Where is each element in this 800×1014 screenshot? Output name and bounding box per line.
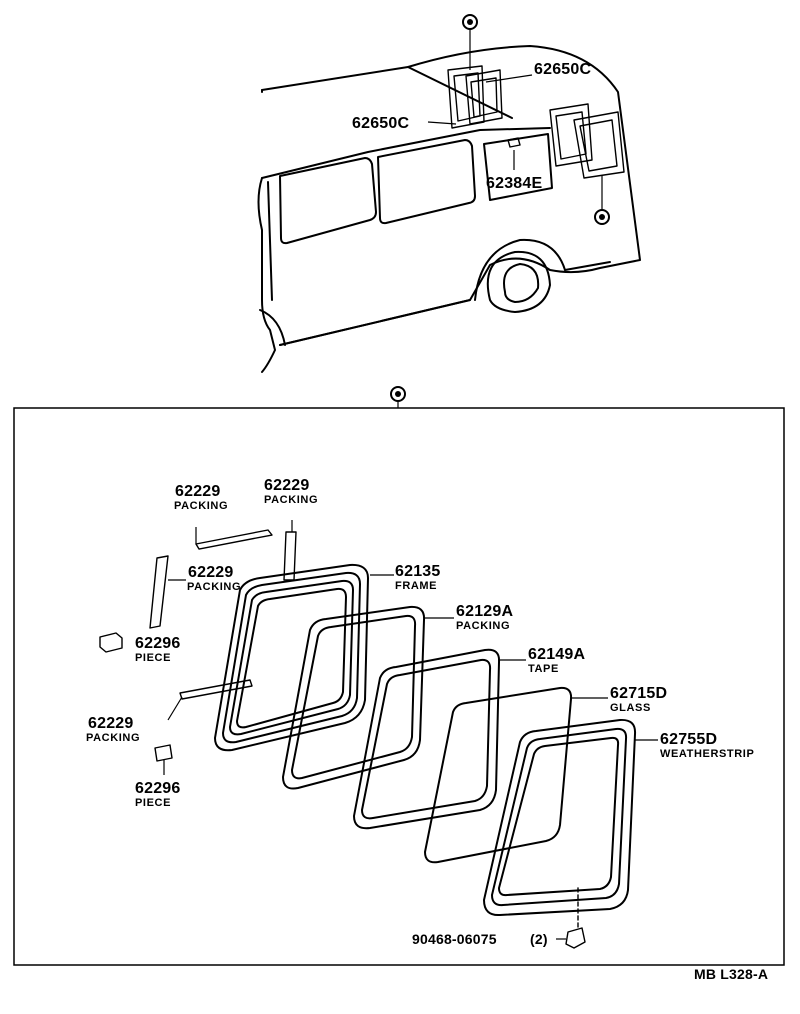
tape-part xyxy=(353,648,501,830)
diagram-code: MB L328-A xyxy=(694,966,768,982)
part-label-packing-lower: PACKING xyxy=(86,732,140,744)
part-number-piece-lower: 62296 xyxy=(135,780,181,797)
part-number-weatherstrip: 62755D xyxy=(660,731,717,748)
exploded-view-frame xyxy=(13,407,785,966)
part-label-piece-upper: PIECE xyxy=(135,652,171,664)
part-number-roof-clip: 62384E xyxy=(486,175,542,192)
part-label-packing-top-a: PACKING xyxy=(174,500,228,512)
roof-clip-shape xyxy=(507,137,521,148)
part-label-piece-lower: PIECE xyxy=(135,797,171,809)
part-leader-lines xyxy=(163,520,658,940)
weatherstrip-part xyxy=(483,718,637,917)
roof-window-rear xyxy=(549,103,625,179)
part-label-tape: TAPE xyxy=(528,663,559,675)
part-number-packing-top-b: 62229 xyxy=(264,477,310,494)
part-label-weatherstrip: WEATHERSTRIP xyxy=(660,748,754,760)
pieces xyxy=(99,632,173,762)
part-number-glass: 62715D xyxy=(610,685,667,702)
part-qty-screw: (2) xyxy=(530,931,548,947)
part-number-roof-window-rear: 62650C xyxy=(352,115,409,132)
packing-frame-part xyxy=(282,605,426,790)
van-leader-lines xyxy=(397,29,603,408)
part-label-packing-side: PACKING xyxy=(187,581,241,593)
part-number-packing-top-a: 62229 xyxy=(175,483,221,500)
screw-part xyxy=(565,887,586,949)
marker-circle-icon xyxy=(390,14,610,402)
part-number-packing-side: 62229 xyxy=(188,564,234,581)
part-number-roof-window-front: 62650C xyxy=(534,61,591,78)
part-number-piece-upper: 62296 xyxy=(135,635,181,652)
part-number-screw: 90468-06075 xyxy=(412,931,497,947)
part-label-frame: FRAME xyxy=(395,580,437,592)
part-number-tape: 62149A xyxy=(528,646,585,663)
frame-part xyxy=(214,563,369,752)
part-number-frame: 62135 xyxy=(395,563,441,580)
glass-part xyxy=(424,686,573,864)
packing-strips xyxy=(149,529,297,700)
part-number-packing-frame: 62129A xyxy=(456,603,513,620)
roof-window-front xyxy=(447,65,503,129)
van-illustration xyxy=(257,45,641,373)
part-label-glass: GLASS xyxy=(610,702,651,714)
part-label-packing-top-b: PACKING xyxy=(264,494,318,506)
part-label-packing-frame: PACKING xyxy=(456,620,510,632)
part-number-packing-lower: 62229 xyxy=(88,715,134,732)
